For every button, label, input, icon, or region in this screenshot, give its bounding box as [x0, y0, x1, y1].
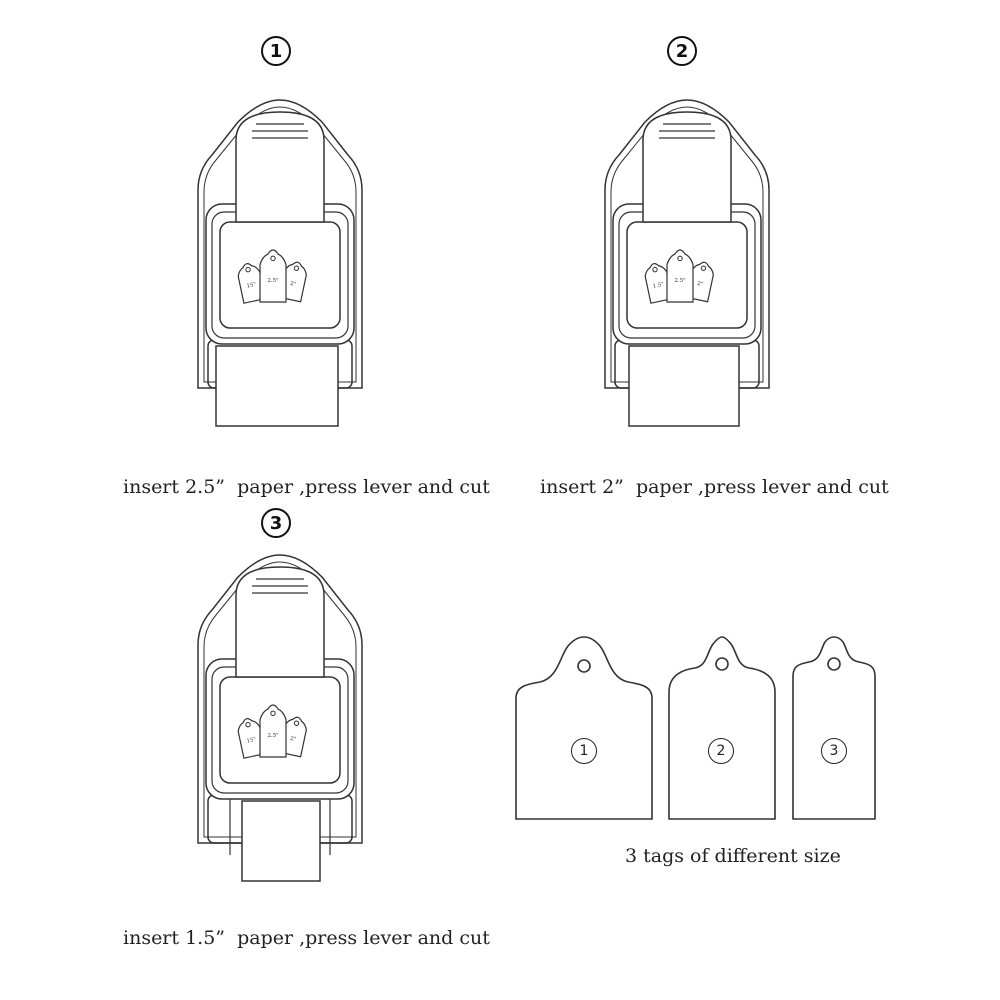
- punch-body: [197, 99, 363, 389]
- step-2-caption: insert 2” paper ,press lever and cut: [540, 476, 889, 498]
- punch-lever: [235, 566, 325, 678]
- tag-outline-2: [668, 636, 776, 820]
- punch-lever: [235, 111, 325, 223]
- mini-tag-1: 15": [237, 263, 267, 304]
- mini-tag-1-label: 1.5": [652, 282, 664, 290]
- mini-tag-2: 2.5": [259, 249, 287, 303]
- punch-body: [604, 99, 770, 389]
- mini-tag-3-label: 2": [289, 281, 296, 288]
- mini-tag-1-label: 15": [246, 282, 257, 290]
- mini-tag-2-label: 2.5": [267, 278, 278, 284]
- step-3-badge: 3: [261, 508, 291, 538]
- mini-tag-2: 2.5": [666, 249, 694, 303]
- tag-2-number: 2: [708, 738, 734, 764]
- tag-outline-1: [515, 636, 653, 820]
- mini-tag-3-label: 2": [696, 281, 703, 288]
- tag-3-number: 3: [821, 738, 847, 764]
- mini-tag-2-label: 2.5": [267, 733, 278, 739]
- mini-tag-1-label: 15": [246, 737, 257, 745]
- step-1-caption: insert 2.5” paper ,press lever and cut: [123, 476, 490, 498]
- mini-tags: 15" 2" 2.5": [237, 704, 307, 759]
- mini-tags: 15" 2" 2.5": [237, 249, 307, 304]
- paper-sheet: [215, 345, 339, 427]
- step-3-number: 3: [269, 512, 283, 534]
- tag-1-number: 1: [571, 738, 597, 764]
- tags-caption: 3 tags of different size: [625, 845, 841, 867]
- mini-tag-2-label: 2.5": [674, 278, 685, 284]
- punch-body: [197, 554, 363, 844]
- mini-tag-1: 1.5": [644, 263, 674, 304]
- mini-tags: 1.5" 2" 2.5": [644, 249, 714, 304]
- step-3-caption: insert 1.5” paper ,press lever and cut: [123, 927, 490, 949]
- mini-tag-2: 2.5": [259, 704, 287, 758]
- mini-tag-1: 15": [237, 718, 267, 759]
- punch-lever: [642, 111, 732, 223]
- punch-body-inner: [203, 561, 357, 838]
- mini-tag-3-label: 2": [289, 736, 296, 743]
- tag-outline-3: [792, 636, 876, 820]
- step-1-number: 1: [269, 40, 283, 62]
- punch-illustration-1: 15" 2" 2.5": [197, 99, 363, 427]
- step-2-number: 2: [675, 40, 689, 62]
- punch-body-inner: [203, 106, 357, 383]
- punch-body-inner: [610, 106, 764, 383]
- step-1-badge: 1: [261, 36, 291, 66]
- punch-illustration-2: 1.5" 2" 2.5": [604, 99, 770, 427]
- punch-illustration-3: 15" 2" 2.5": [197, 554, 363, 882]
- paper-sheet: [628, 345, 740, 427]
- step-2-badge: 2: [667, 36, 697, 66]
- paper-sheet: [241, 800, 321, 882]
